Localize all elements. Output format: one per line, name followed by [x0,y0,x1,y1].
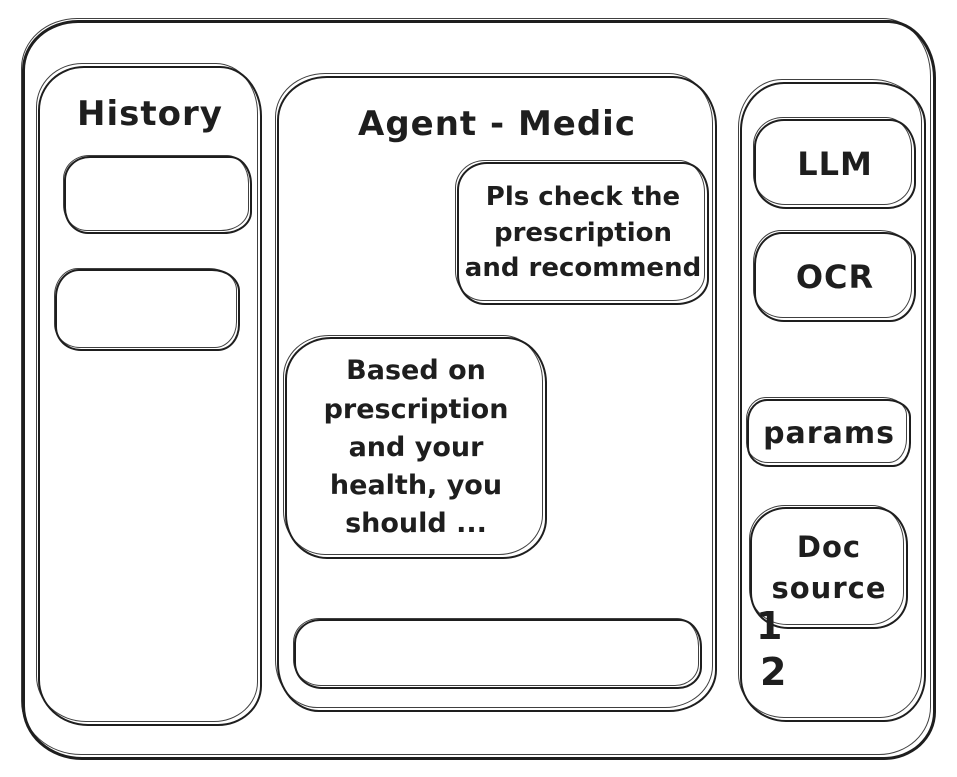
user-message-bubble: Pls check the prescription and recommend [455,160,709,305]
params-button[interactable]: params [746,397,911,467]
assistant-message-text: Based on prescription and your health, y… [323,355,509,540]
history-title: History [77,94,223,134]
ocr-button[interactable]: OCR [753,230,916,322]
chat-title: Agent - Medic [358,104,636,144]
history-panel: History [36,63,262,726]
llm-button[interactable]: LLM [753,117,916,209]
user-message-text: Pls check the prescription and recommend [464,181,702,284]
tools-panel: LLM OCR params Doc source 1 2 [738,79,926,722]
history-item-1[interactable] [63,155,252,234]
assistant-message-bubble: Based on prescription and your health, y… [283,335,547,559]
history-item-2[interactable] [54,268,240,351]
chat-panel: Agent - Medic Pls check the prescription… [275,73,717,712]
chat-input[interactable] [293,618,702,689]
doc-source-item-number-1: 1 [756,604,783,648]
doc-source-item-number-2: 2 [760,650,787,694]
